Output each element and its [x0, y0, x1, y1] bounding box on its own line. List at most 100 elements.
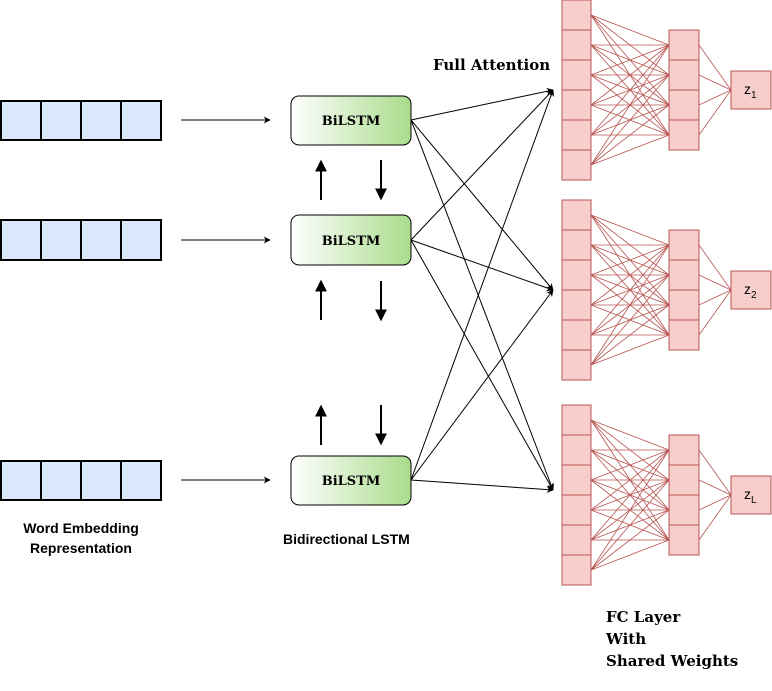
- attention-arrow: [410, 239, 554, 491]
- fc-hidden-cell: [668, 29, 700, 61]
- fc-connection: [590, 419, 670, 451]
- fc-connection: [590, 44, 670, 166]
- fc-output-connection: [698, 479, 732, 496]
- fc-connection: [590, 449, 670, 481]
- attention-arrow: [410, 89, 554, 241]
- fc-connection: [590, 449, 670, 571]
- bilstm-label: BiLSTM: [322, 474, 381, 489]
- fc-input-cell: [561, 494, 592, 526]
- lstm-section-label: Bidirectional LSTM: [283, 531, 410, 547]
- fc-input-cell: [561, 349, 592, 381]
- fc-connection: [590, 74, 670, 166]
- output-node: z1: [730, 70, 772, 110]
- embedding-cell: [80, 460, 122, 501]
- fc-hidden-cell: [668, 289, 700, 321]
- fc-hidden-cell: [668, 59, 700, 91]
- embedding-section-label: Word Embedding Representation: [0, 518, 162, 558]
- fc-input-cell: [561, 464, 592, 496]
- fc-hidden-cell: [668, 119, 700, 151]
- fc-connection: [590, 509, 670, 571]
- fc-output-connection: [698, 89, 732, 136]
- attention-connections: [410, 87, 555, 494]
- embedding-cell: [40, 219, 82, 261]
- fc-connection: [590, 449, 670, 541]
- fc-connection: [590, 104, 670, 166]
- output-label: z2: [744, 281, 757, 301]
- fc-connection: [590, 334, 670, 366]
- output-label-base: z: [744, 281, 751, 297]
- fc-connection: [590, 539, 670, 571]
- fc-label-line-2: With: [606, 630, 647, 648]
- fc-connection: [590, 244, 670, 276]
- fc-hidden-cell: [668, 494, 700, 526]
- embedding-cell: [120, 460, 162, 501]
- output-box: [730, 70, 772, 110]
- fc-input-cell: [561, 59, 592, 91]
- attention-arrow: [410, 239, 554, 292]
- embedding-row-1: [0, 100, 162, 141]
- fc-network: z1: [561, 0, 772, 181]
- output-label-subscript: L: [751, 495, 757, 506]
- embedding-cell: [80, 219, 122, 261]
- fc-hidden-cell: [668, 464, 700, 496]
- attention-arrow: [410, 87, 554, 121]
- fc-input-cell: [561, 199, 592, 231]
- embedding-cell: [80, 100, 122, 141]
- fc-output-connection: [698, 274, 732, 291]
- attention-arrow: [410, 479, 554, 494]
- bilstm-box-3: BiLSTM: [290, 455, 412, 506]
- fc-output-connection: [698, 89, 732, 106]
- embedding-row-2: [0, 219, 162, 261]
- fc-output-connection: [698, 74, 732, 91]
- fc-hidden-cell: [668, 229, 700, 261]
- fc-network: zL: [561, 404, 772, 586]
- fc-hidden-cell: [668, 89, 700, 121]
- embedding-cell: [0, 219, 42, 261]
- output-label-base: z: [744, 486, 751, 502]
- fc-connection: [590, 44, 670, 106]
- fc-connection: [590, 44, 670, 136]
- bilstm-label: BiLSTM: [322, 114, 381, 129]
- bidirectional-arrows: [315, 159, 387, 446]
- fc-network: z2: [561, 199, 772, 381]
- fc-connection: [590, 134, 670, 166]
- fc-output-connection: [698, 494, 732, 541]
- output-box: [730, 475, 772, 515]
- output-label-subscript: 2: [751, 290, 757, 301]
- fc-output-connection: [698, 449, 732, 496]
- output-node: zL: [730, 475, 772, 515]
- attention-arrow: [410, 289, 554, 481]
- fc-connection: [590, 244, 670, 306]
- fc-hidden-cell: [668, 319, 700, 351]
- embedding-cell: [120, 100, 162, 141]
- fc-input-cell: [561, 319, 592, 351]
- output-label-base: z: [744, 81, 751, 97]
- fc-input-cell: [561, 0, 592, 31]
- bilstm-box-1: BiLSTM: [290, 95, 412, 146]
- embedding-label-line-1: Word Embedding: [23, 520, 139, 536]
- embedding-cell: [0, 460, 42, 501]
- fc-input-cell: [561, 259, 592, 291]
- fc-input-cell: [561, 229, 592, 261]
- fc-output-connection: [698, 244, 732, 291]
- fc-input-cell: [561, 29, 592, 61]
- output-label: zL: [744, 486, 757, 506]
- bilstm-label: BiLSTM: [322, 234, 381, 249]
- fc-connection: [590, 214, 670, 246]
- fc-input-cell: [561, 554, 592, 586]
- embedding-cell: [0, 100, 42, 141]
- fc-connection: [590, 274, 670, 366]
- fc-input-cell: [561, 289, 592, 321]
- fc-label-line-1: FC Layer: [606, 608, 681, 626]
- fc-connection: [590, 449, 670, 511]
- output-label: z1: [744, 81, 757, 101]
- fc-input-cell: [561, 89, 592, 121]
- fc-label-line-3: Shared Weights: [606, 652, 739, 670]
- fc-input-cell: [561, 434, 592, 466]
- fc-output-connection: [698, 494, 732, 511]
- fc-connection: [590, 244, 670, 336]
- fc-connection: [590, 44, 670, 76]
- fc-hidden-cell: [668, 434, 700, 466]
